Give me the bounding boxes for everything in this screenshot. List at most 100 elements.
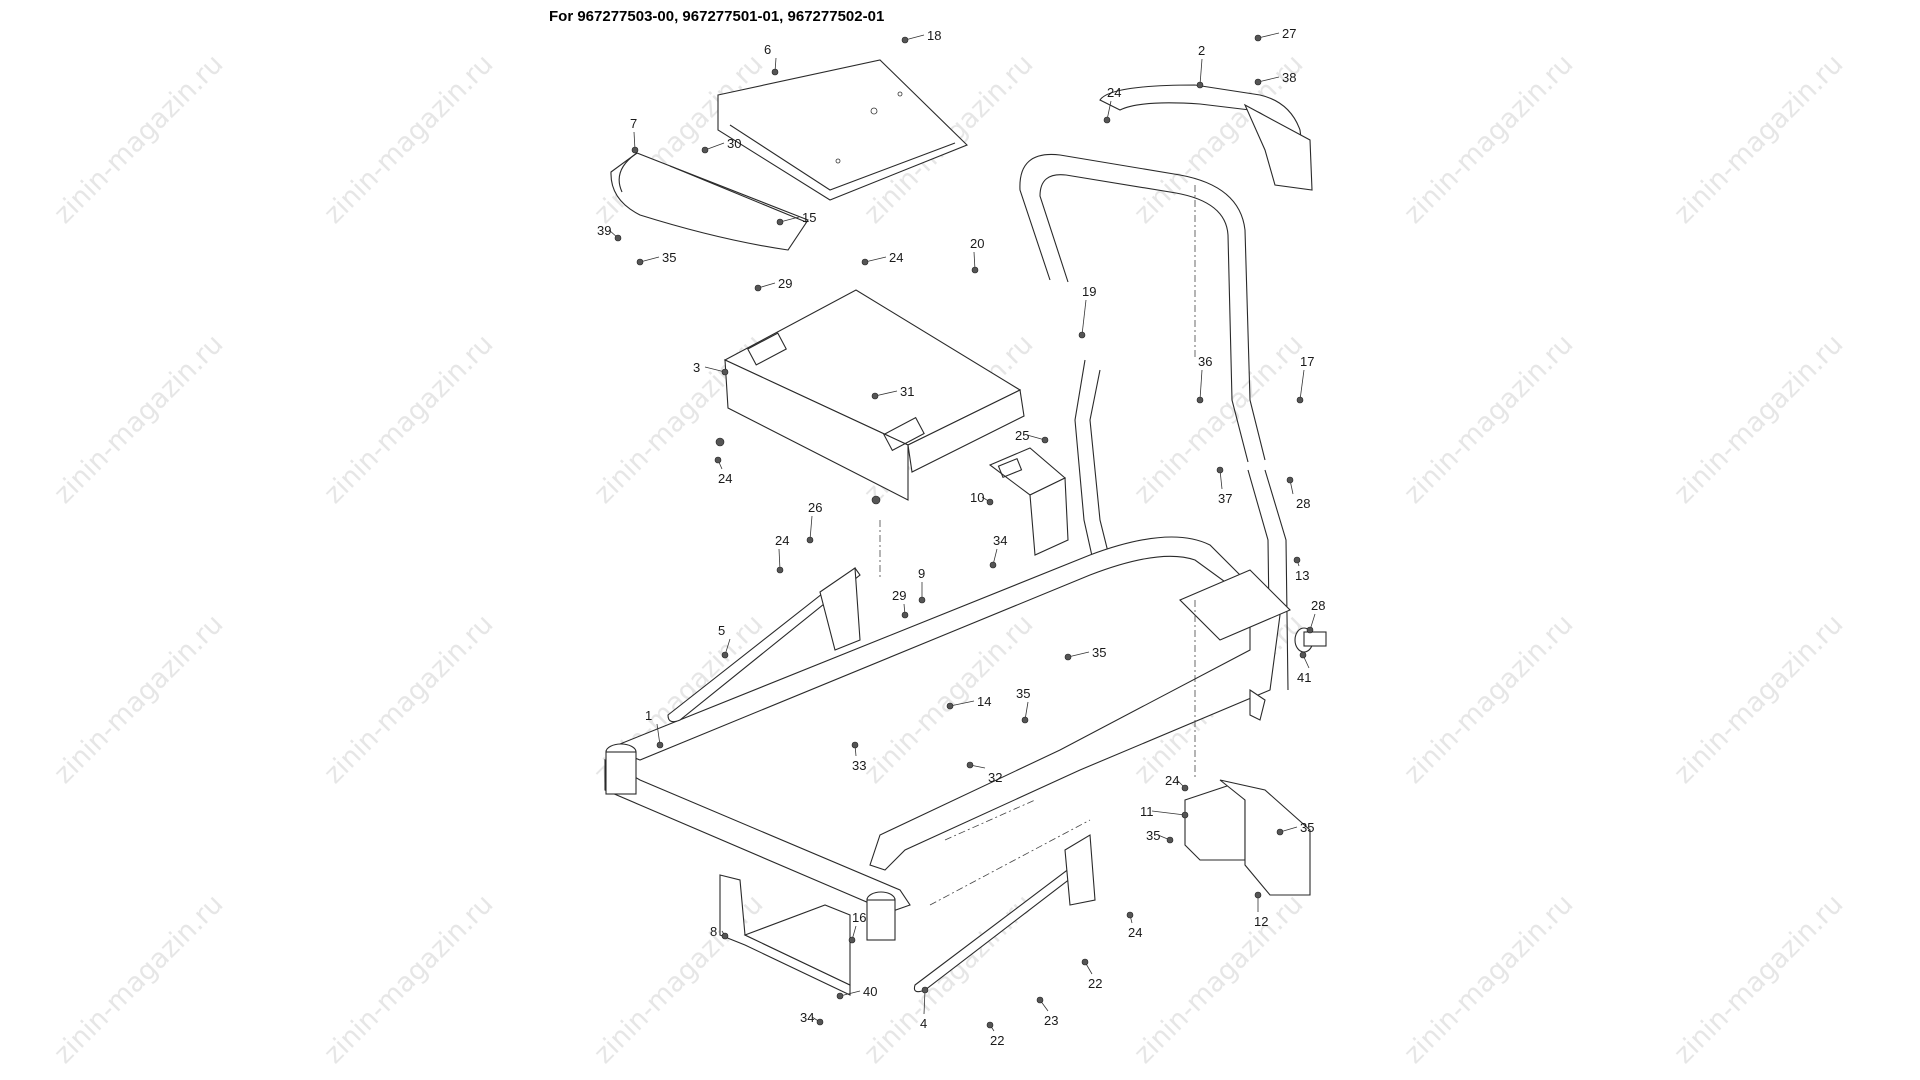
callout-22a: 22 <box>1088 976 1102 991</box>
callout-2: 2 <box>1198 43 1205 58</box>
watermark-text: zinin-magazin.ru <box>318 329 499 510</box>
callout-37: 37 <box>1218 491 1232 506</box>
leader-4 <box>923 989 926 1015</box>
callout-14: 14 <box>977 694 991 709</box>
watermark-text: zinin-magazin.ru <box>48 329 229 510</box>
leader-38 <box>1257 76 1280 83</box>
part-6-seat-plate <box>717 59 968 201</box>
part-7-rear-cover <box>610 152 809 251</box>
fastener-41 <box>1299 651 1307 659</box>
watermark-text: zinin-magazin.ru <box>1398 49 1579 230</box>
watermark-text: zinin-magazin.ru <box>1398 889 1579 1070</box>
callout-31: 31 <box>900 384 914 399</box>
fastener-25 <box>1041 436 1049 444</box>
leader-3 <box>704 366 726 373</box>
leader-35b <box>1067 651 1090 658</box>
callout-1: 1 <box>645 708 652 723</box>
fastener-6 <box>771 68 779 76</box>
fastener-19 <box>1078 331 1086 339</box>
callout-32: 32 <box>988 770 1002 785</box>
fastener-markers <box>614 34 1314 1029</box>
fastener-39 <box>614 234 622 242</box>
fastener-2 <box>1196 81 1204 89</box>
part-1-main-frame <box>604 536 1291 941</box>
part-11-12-brackets <box>1184 779 1311 896</box>
callout-35c: 35 <box>1016 686 1030 701</box>
callout-5: 5 <box>718 623 725 638</box>
callout-26: 26 <box>808 500 822 515</box>
callout-27: 27 <box>1282 26 1296 41</box>
fastener-3 <box>721 368 729 376</box>
fastener-11 <box>1181 811 1189 819</box>
fastener-13 <box>1293 556 1301 564</box>
leader-19 <box>1081 299 1087 336</box>
fastener-26 <box>806 536 814 544</box>
leader-31 <box>874 390 898 397</box>
fastener-8 <box>721 932 729 940</box>
callout-16: 16 <box>852 910 866 925</box>
fastener-31 <box>871 392 879 400</box>
fastener-28b <box>1306 626 1314 634</box>
part-10-console <box>988 447 1069 556</box>
fastener-14 <box>946 702 954 710</box>
fastener-36 <box>1196 396 1204 404</box>
callout-33: 33 <box>852 758 866 773</box>
callout-35e: 35 <box>1300 820 1314 835</box>
watermark-text: zinin-magazin.ru <box>318 889 499 1070</box>
part-3-upper-deck <box>715 289 1025 505</box>
fastener-17 <box>1296 396 1304 404</box>
callout-30: 30 <box>727 136 741 151</box>
fastener-40 <box>836 992 844 1000</box>
leader-26 <box>809 515 813 541</box>
fastener-24b <box>861 258 869 266</box>
watermark-text: zinin-magazin.ru <box>1668 889 1849 1070</box>
fastener-28a <box>1286 476 1294 484</box>
callout-29a: 29 <box>892 588 906 603</box>
watermark-text: zinin-magazin.ru <box>1668 49 1849 230</box>
fastener-35e <box>1276 828 1284 836</box>
callout-17: 17 <box>1300 354 1314 369</box>
callout-24f: 24 <box>1128 925 1142 940</box>
fastener-18 <box>901 36 909 44</box>
callout-11: 11 <box>1140 804 1154 819</box>
fastener-29b <box>754 284 762 292</box>
callout-22b: 22 <box>990 1033 1004 1048</box>
fastener-24f <box>1126 911 1134 919</box>
callout-35d: 35 <box>1146 828 1160 843</box>
fastener-22b <box>986 1021 994 1029</box>
watermark-text: zinin-magazin.ru <box>48 49 229 230</box>
callout-34a: 34 <box>800 1010 814 1025</box>
callout-35a: 35 <box>662 250 676 265</box>
fastener-24a <box>1103 116 1111 124</box>
fastener-33 <box>851 741 859 749</box>
part-5-side-rail <box>667 567 861 723</box>
fastener-35c <box>1021 716 1029 724</box>
leader-40 <box>839 990 861 997</box>
callout-25: 25 <box>1015 428 1029 443</box>
callout-41: 41 <box>1297 670 1311 685</box>
callout-36: 36 <box>1198 354 1212 369</box>
fastener-30 <box>701 146 709 154</box>
fastener-7 <box>631 146 639 154</box>
fastener-37 <box>1216 466 1224 474</box>
callout-40: 40 <box>863 984 877 999</box>
watermark-text: zinin-magazin.ru <box>1128 889 1309 1070</box>
watermark-text: zinin-magazin.ru <box>1398 609 1579 790</box>
callout-24a: 24 <box>1107 85 1121 100</box>
part-2-rops-bar <box>1019 84 1313 691</box>
callout-7: 7 <box>630 116 637 131</box>
fastener-27 <box>1254 34 1262 42</box>
leader-17 <box>1299 369 1305 401</box>
callout-38: 38 <box>1282 70 1296 85</box>
leader-36 <box>1199 369 1203 401</box>
leader-1 <box>656 723 661 746</box>
callout-24d: 24 <box>775 533 789 548</box>
callout-34b: 34 <box>993 533 1007 548</box>
callout-35b: 35 <box>1092 645 1106 660</box>
part-8-battery-bracket <box>719 874 851 996</box>
fastener-4 <box>921 986 929 994</box>
callout-10: 10 <box>970 490 984 505</box>
fastener-24d <box>776 566 784 574</box>
callout-labels: 1234567891011121314151617181920222223242… <box>597 26 1325 1048</box>
watermark-layer: zinin-magazin.ru zinin-magazin.ru zinin-ma… <box>48 49 1849 1070</box>
